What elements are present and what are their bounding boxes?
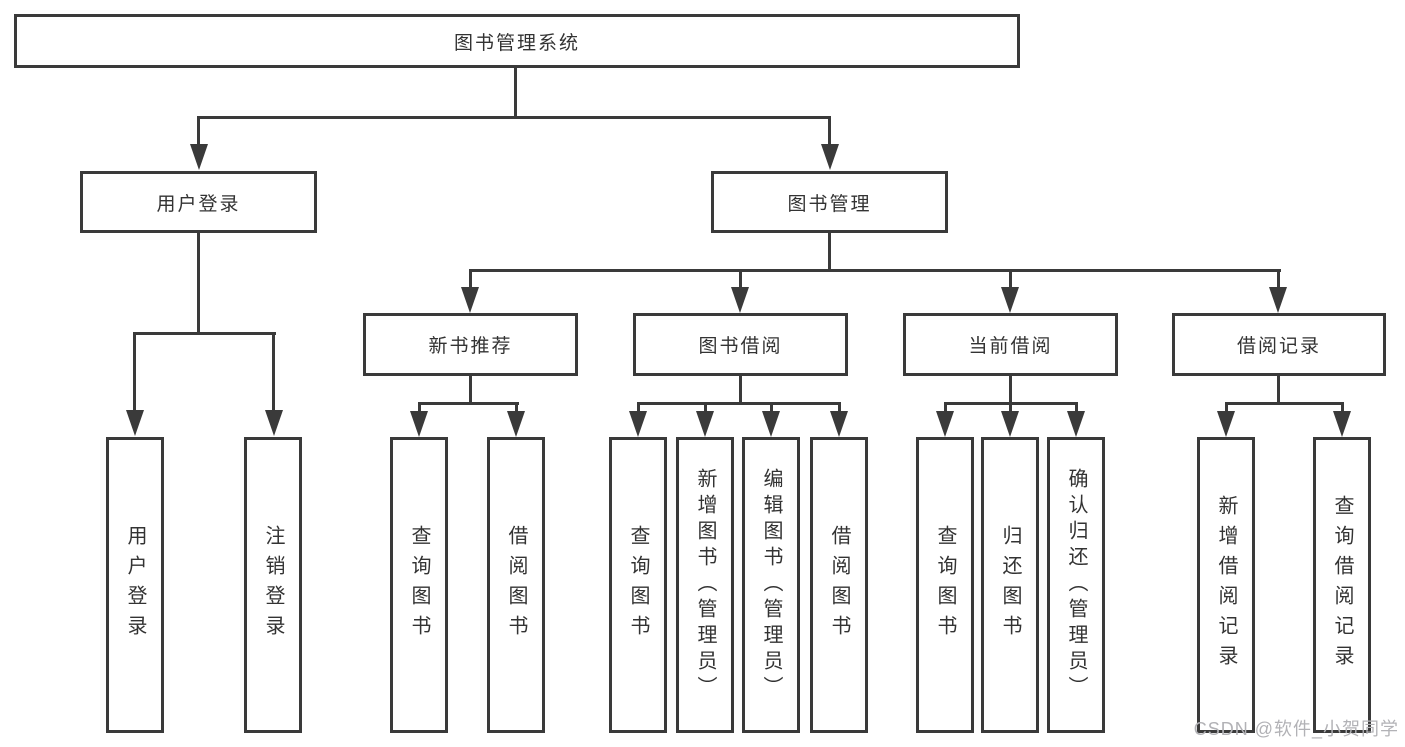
connector-line: [272, 332, 275, 412]
connector-line: [1277, 269, 1280, 289]
node-user-login-branch-label: 用户登录: [156, 193, 241, 215]
node-borrow-records: 借阅记录: [1172, 313, 1386, 376]
leaf-confirm-return-admin: 确认归还（管理员）: [1047, 437, 1105, 733]
connector-line: [418, 402, 421, 414]
arrowhead-icon: [507, 411, 525, 437]
arrowhead-icon: [126, 410, 144, 436]
node-new-book-recommend: 新书推荐: [363, 313, 578, 376]
connector-bar: [133, 332, 276, 335]
arrowhead-icon: [1333, 411, 1351, 437]
connector-line: [514, 68, 517, 117]
arrowhead-icon: [461, 287, 479, 313]
leaf-query-books-1-label: 查询图书: [408, 525, 430, 645]
connector-line: [739, 376, 742, 405]
connector-line: [133, 332, 136, 412]
connector-line: [704, 402, 707, 414]
leaf-logout-label: 注销登录: [262, 525, 284, 645]
leaf-user-login: 用户登录: [106, 437, 164, 733]
connector-line: [838, 402, 841, 414]
arrowhead-icon: [1001, 287, 1019, 313]
connector-line: [828, 116, 831, 148]
connector-bar: [1225, 402, 1344, 405]
connector-line: [515, 402, 518, 414]
connector-line: [469, 269, 472, 289]
connector-bar: [637, 402, 841, 405]
leaf-borrow-books-1: 借阅图书: [487, 437, 545, 733]
leaf-query-books-2-label: 查询图书: [627, 525, 649, 645]
node-library-system: 图书管理系统: [14, 14, 1020, 68]
connector-line: [469, 376, 472, 405]
leaf-query-books-1: 查询图书: [390, 437, 448, 733]
arrowhead-icon: [762, 411, 780, 437]
leaf-edit-books-admin: 编辑图书（管理员）: [742, 437, 800, 733]
connector-line: [1075, 402, 1078, 414]
leaf-logout: 注销登录: [244, 437, 302, 733]
csdn-watermark: CSDN @软件_小贺同学: [1193, 719, 1399, 739]
leaf-query-books-3: 查询图书: [916, 437, 974, 733]
connector-line: [1009, 269, 1012, 289]
arrowhead-icon: [629, 411, 647, 437]
leaf-add-books-admin-label: 新增图书（管理员）: [694, 468, 716, 702]
leaf-borrow-books-1-label: 借阅图书: [505, 525, 527, 645]
leaf-query-borrow-record-label: 查询借阅记录: [1331, 495, 1353, 675]
node-current-borrow-label: 当前借阅: [968, 336, 1053, 357]
arrowhead-icon: [696, 411, 714, 437]
arrowhead-icon: [1001, 411, 1019, 437]
leaf-query-books-3-label: 查询图书: [934, 525, 956, 645]
leaf-borrow-books-2-label: 借阅图书: [828, 525, 850, 645]
connector-line: [1009, 402, 1012, 414]
connector-line: [197, 233, 200, 334]
leaf-add-borrow-record: 新增借阅记录: [1197, 437, 1255, 733]
connector-line: [197, 116, 200, 148]
node-library-system-label: 图书管理系统: [453, 32, 580, 54]
connector-line: [1009, 376, 1012, 405]
arrowhead-icon: [410, 411, 428, 437]
arrowhead-icon: [1269, 287, 1287, 313]
connector-line: [1225, 402, 1228, 414]
leaf-user-login-label: 用户登录: [124, 525, 146, 645]
leaf-add-books-admin: 新增图书（管理员）: [676, 437, 734, 733]
connector-line: [944, 402, 947, 414]
arrowhead-icon: [265, 410, 283, 436]
leaf-add-borrow-record-label: 新增借阅记录: [1215, 495, 1237, 675]
node-book-borrow-label: 图书借阅: [698, 336, 783, 357]
node-user-login-branch: 用户登录: [80, 171, 317, 233]
node-current-borrow: 当前借阅: [903, 313, 1118, 376]
node-book-management: 图书管理: [711, 171, 948, 233]
node-book-management-label: 图书管理: [787, 193, 872, 215]
connector-line: [828, 233, 831, 272]
node-borrow-records-label: 借阅记录: [1236, 336, 1321, 357]
node-book-borrow: 图书借阅: [633, 313, 848, 376]
connector-line: [770, 402, 773, 414]
arrowhead-icon: [731, 287, 749, 313]
leaf-borrow-books-2: 借阅图书: [810, 437, 868, 733]
leaf-confirm-return-admin-label: 确认归还（管理员）: [1065, 468, 1087, 702]
connector-bar: [197, 116, 831, 119]
arrowhead-icon: [936, 411, 954, 437]
leaf-edit-books-admin-label: 编辑图书（管理员）: [760, 468, 782, 702]
connector-line: [637, 402, 640, 414]
arrowhead-icon: [1067, 411, 1085, 437]
connector-line: [1341, 402, 1344, 414]
leaf-return-books: 归还图书: [981, 437, 1039, 733]
connector-line: [1277, 376, 1280, 405]
node-new-book-recommend-label: 新书推荐: [428, 336, 513, 357]
leaf-return-books-label: 归还图书: [999, 525, 1021, 645]
arrowhead-icon: [821, 144, 839, 170]
connector-line: [739, 269, 742, 289]
leaf-query-books-2: 查询图书: [609, 437, 667, 733]
arrowhead-icon: [830, 411, 848, 437]
connector-bar: [469, 269, 1281, 272]
arrowhead-icon: [190, 144, 208, 170]
arrowhead-icon: [1217, 411, 1235, 437]
connector-bar: [418, 402, 519, 405]
leaf-query-borrow-record: 查询借阅记录: [1313, 437, 1371, 733]
